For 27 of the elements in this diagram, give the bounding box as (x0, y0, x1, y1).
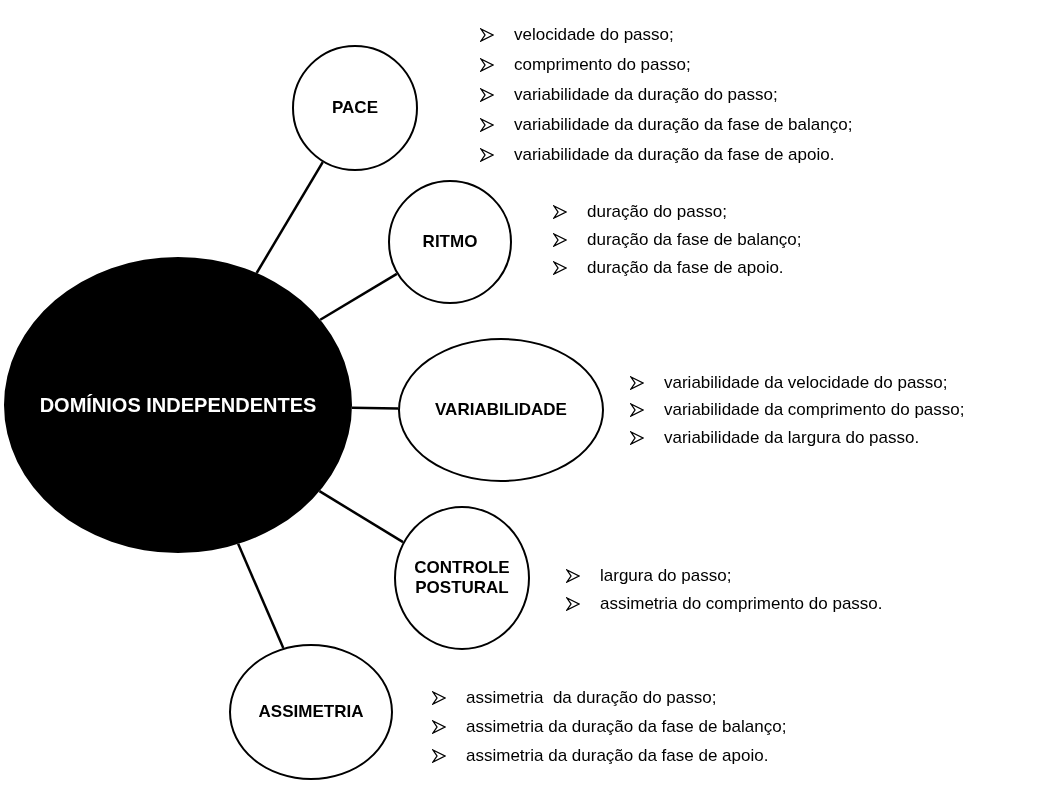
bullet-text: velocidade do passo; (514, 25, 674, 45)
bullet-text: largura do passo; (600, 566, 732, 586)
bullet-text: variabilidade da duração do passo; (514, 85, 778, 105)
domain-label: RITMO (422, 232, 478, 252)
bullet-text: assimetria da duração do passo; (466, 687, 717, 708)
domain-label: VARIABILIDADE (435, 400, 567, 420)
bullet-text: assimetria do comprimento do passo. (600, 594, 883, 614)
domain-label: DOMÍNIOS INDEPENDENTES (39, 393, 317, 417)
bullet-text: variabilidade da largura do passo. (664, 427, 920, 448)
bullet-text: variabilidade da velocidade do passo; (664, 372, 948, 393)
domain-label: PACE (332, 98, 378, 118)
bullet-text: variabilidade da comprimento do passo; (664, 400, 965, 421)
connector-line (318, 490, 404, 544)
domain-label: ASSIMETRIA (258, 702, 364, 722)
bullet-text: assimetria da duração da fase de apoio. (466, 745, 769, 766)
bullet-text: duração da fase de apoio. (587, 258, 784, 278)
bullet-text: variabilidade da duração da fase de balanço; (514, 115, 853, 135)
bullet-text: comprimento do passo; (514, 55, 691, 75)
connector-line (319, 272, 398, 321)
domain-label: CONTROLE POSTURAL (413, 558, 511, 598)
connector-line (255, 161, 324, 274)
connector-line (351, 406, 399, 410)
connector-line (237, 543, 285, 649)
bullet-text: assimetria da duração da fase de balanço; (466, 716, 787, 737)
bullet-text: duração da fase de balanço; (587, 230, 802, 250)
bullet-text: variabilidade da duração da fase de apoio. (514, 145, 835, 165)
bullet-text: duração do passo; (587, 202, 727, 222)
